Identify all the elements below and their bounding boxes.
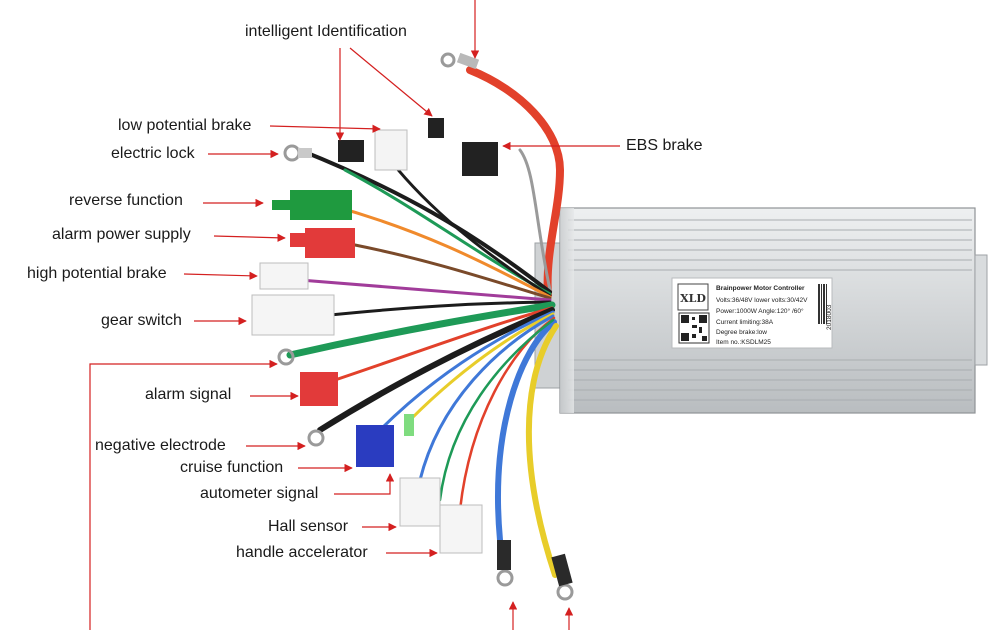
ring-terminal-negative-electrode — [307, 429, 325, 447]
connector-low-potential-brake — [374, 129, 408, 171]
label-electric-lock: electric lock — [111, 145, 195, 162]
ring-terminal-bottom-1 — [496, 569, 514, 587]
label-reverse-function: reverse function — [69, 192, 183, 209]
nameplate-line4: Degree brake:low — [716, 329, 767, 336]
label-hall-sensor: Hall sensor — [268, 518, 349, 535]
connector-hall-sensor — [399, 477, 441, 527]
barcode-icon — [818, 284, 827, 324]
label-alarm-signal: alarm signal — [145, 386, 232, 403]
connector-intelligent-id-1 — [428, 118, 444, 138]
qr-code-icon — [678, 312, 710, 344]
nameplate-line1: Volts:36/48V lower volts:30/42V — [716, 297, 808, 304]
connector-alarm-signal — [300, 372, 338, 406]
connector-reverse-function — [290, 190, 352, 220]
ring-terminal-electric-lock — [283, 144, 301, 162]
connector-high-potential-brake — [259, 262, 309, 290]
ring-terminal-top — [440, 52, 456, 68]
nameplate-title: Brainpower Motor Controller — [716, 285, 805, 292]
ring-terminal-bottom-2 — [556, 583, 574, 601]
label-gear-switch: gear switch — [101, 312, 182, 329]
label-alarm-power-supply: alarm power supply — [52, 226, 191, 243]
label-intelligent-identification: intelligent Identification — [245, 23, 407, 40]
ring-terminal-wire — [277, 348, 295, 366]
nameplate-line5: Item no.:KSDLM25 — [716, 339, 771, 346]
connector-gear-switch — [251, 294, 335, 336]
connectors — [251, 52, 574, 601]
wire-harness — [286, 66, 565, 578]
label-negative-electrode: negative electrode — [95, 437, 226, 454]
label-high-potential-brake: high potential brake — [27, 265, 167, 282]
connector-handle-accelerator — [439, 504, 483, 554]
annotation-arrows — [89, 0, 620, 630]
connector-alarm-power — [305, 228, 355, 258]
nameplate-line2: Power:1000W Angle:120° /60° — [716, 307, 804, 315]
nameplate-logo: XLD — [680, 292, 706, 305]
label-autometer-signal: autometer signal — [200, 485, 319, 502]
label-low-potential-brake: low potential brake — [118, 117, 252, 134]
nameplate-side-code: 2018003 — [826, 304, 833, 330]
connector-intelligent-id-2 — [338, 140, 364, 162]
label-ebs-brake: EBS brake — [626, 137, 703, 154]
label-cruise-function: cruise function — [180, 459, 284, 476]
nameplate: XLD Brainpower Motor Controller Volts:36… — [671, 277, 833, 349]
connector-ebs-brake — [462, 142, 498, 176]
connector-cruise-function — [356, 425, 394, 467]
label-handle-accelerator: handle accelerator — [236, 544, 368, 561]
nameplate-line3: Current limiting:38A — [716, 319, 774, 326]
connector-autometer — [404, 414, 414, 436]
